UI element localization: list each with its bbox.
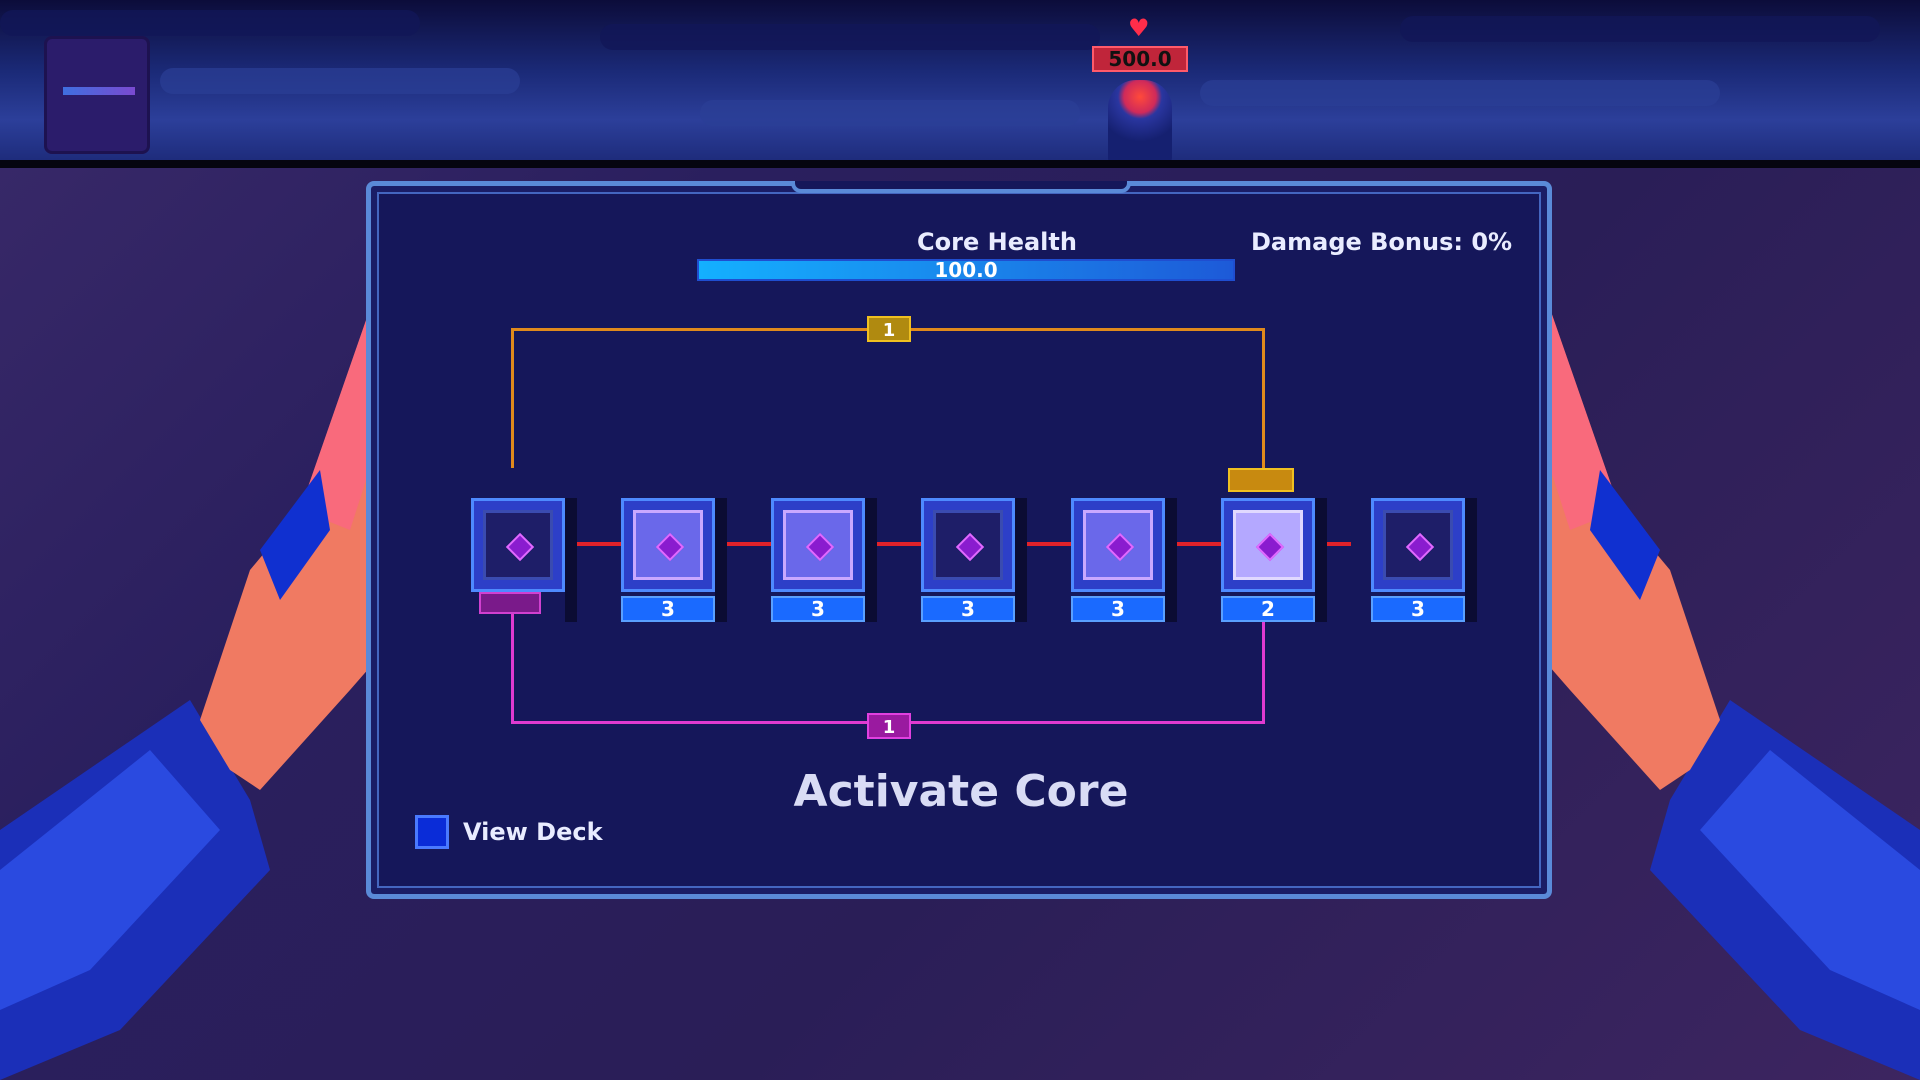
enemy-sprite bbox=[1108, 80, 1172, 160]
card-shadow bbox=[865, 498, 877, 622]
card-shadow bbox=[1315, 498, 1327, 622]
card-shadow bbox=[1465, 498, 1477, 622]
circuit-card[interactable]: 3 bbox=[1071, 498, 1177, 622]
view-deck-label: View Deck bbox=[463, 818, 603, 846]
core-panel: Core Health 100.0 Damage Bonus: 0% 1 1 3… bbox=[366, 181, 1552, 899]
top-loop-wire bbox=[511, 328, 1265, 468]
card-face bbox=[621, 498, 715, 592]
circuit-card[interactable]: 3 bbox=[1371, 498, 1477, 622]
card-gem-icon bbox=[505, 532, 535, 562]
menu-slot[interactable] bbox=[44, 36, 150, 154]
card-gem-icon bbox=[1255, 532, 1285, 562]
card-cost: 3 bbox=[621, 596, 715, 622]
damage-bonus-label: Damage Bonus: 0% bbox=[1251, 228, 1513, 256]
card-face bbox=[921, 498, 1015, 592]
core-health-fill bbox=[699, 261, 1233, 279]
panel-tab bbox=[791, 181, 1131, 193]
card-art bbox=[1383, 510, 1453, 580]
circuit-card[interactable]: 3 bbox=[921, 498, 1027, 622]
card-art bbox=[933, 510, 1003, 580]
bottom-loop-wire bbox=[511, 606, 1265, 724]
cloud bbox=[600, 24, 1100, 50]
card-shadow bbox=[1015, 498, 1027, 622]
card-cost: 2 bbox=[1221, 596, 1315, 622]
cloud bbox=[160, 68, 520, 94]
card-art bbox=[1083, 510, 1153, 580]
top-link-count: 1 bbox=[867, 316, 911, 342]
card-face bbox=[1221, 498, 1315, 592]
circuit-card[interactable]: 2 bbox=[1221, 498, 1327, 622]
circuit-card[interactable]: 3 bbox=[621, 498, 727, 622]
core-health-value: 100.0 bbox=[934, 258, 998, 282]
card-gem-icon bbox=[955, 532, 985, 562]
cloud bbox=[0, 10, 420, 36]
card-gem-icon bbox=[655, 532, 685, 562]
core-health-bar: 100.0 bbox=[697, 259, 1235, 281]
menu-bar-icon bbox=[63, 87, 135, 95]
card-cost: 3 bbox=[921, 596, 1015, 622]
card-face bbox=[771, 498, 865, 592]
cloud bbox=[700, 100, 1080, 126]
card-art bbox=[483, 510, 553, 580]
card-cost: 3 bbox=[1071, 596, 1165, 622]
card-face bbox=[1071, 498, 1165, 592]
core-health-label: Core Health bbox=[917, 228, 1077, 256]
card-face bbox=[471, 498, 565, 592]
card-shadow bbox=[565, 498, 577, 622]
cloud bbox=[1200, 80, 1720, 106]
card-gem-icon bbox=[805, 532, 835, 562]
card-gem-icon bbox=[1405, 532, 1435, 562]
card-face bbox=[1371, 498, 1465, 592]
card-cost: 3 bbox=[771, 596, 865, 622]
enemy-hp-label: 500.0 bbox=[1092, 46, 1188, 72]
heart-icon: ♥ bbox=[1128, 14, 1150, 42]
card-shadow bbox=[1165, 498, 1177, 622]
card-cost: 3 bbox=[1371, 596, 1465, 622]
view-deck-button[interactable]: View Deck bbox=[415, 812, 603, 852]
battle-sky: ♥ 500.0 bbox=[0, 0, 1920, 168]
top-port bbox=[1228, 468, 1294, 492]
circuit-card[interactable] bbox=[471, 498, 577, 622]
card-art bbox=[783, 510, 853, 580]
card-shadow bbox=[715, 498, 727, 622]
activate-core-button[interactable]: Activate Core bbox=[793, 766, 1129, 817]
card-art bbox=[1233, 510, 1303, 580]
card-art bbox=[633, 510, 703, 580]
circuit-card[interactable]: 3 bbox=[771, 498, 877, 622]
card-gem-icon bbox=[1105, 532, 1135, 562]
enemy[interactable]: ♥ 500.0 bbox=[1090, 10, 1190, 160]
bottom-port bbox=[479, 592, 541, 614]
cloud bbox=[1400, 16, 1880, 42]
bottom-link-count: 1 bbox=[867, 713, 911, 739]
deck-key-icon bbox=[415, 815, 449, 849]
